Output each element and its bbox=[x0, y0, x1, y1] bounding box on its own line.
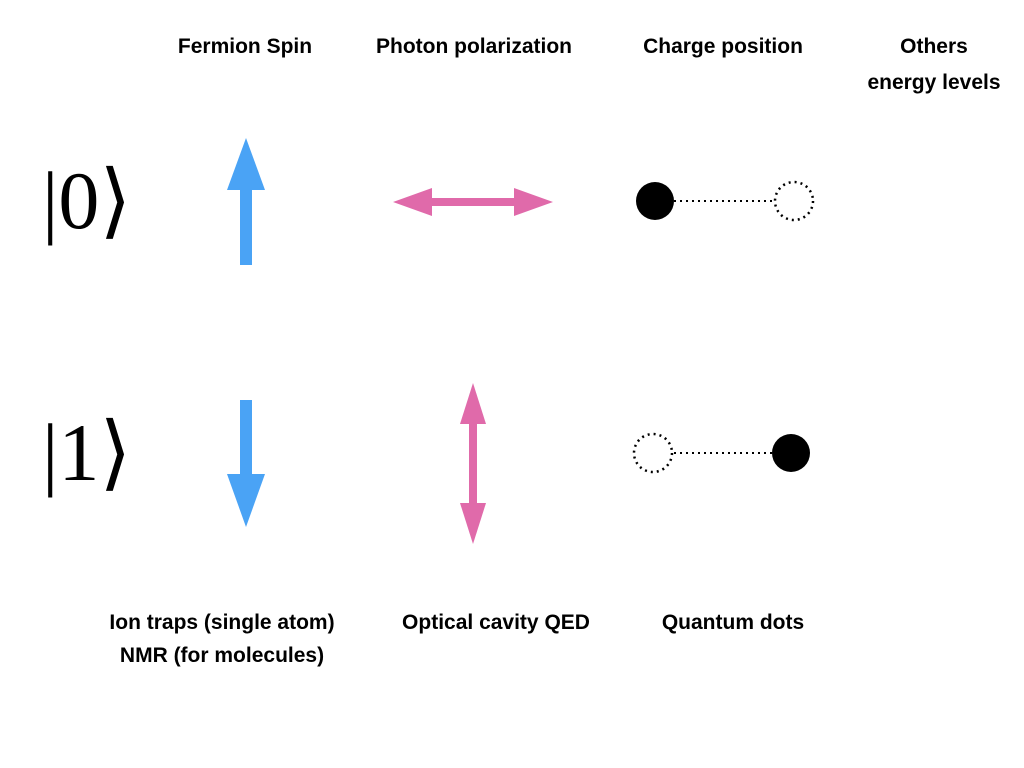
footer-optical-cavity: Optical cavity QED bbox=[402, 611, 590, 634]
ket-one-label: |1⟩ bbox=[42, 407, 132, 498]
charge-position-zero-icon bbox=[636, 180, 815, 222]
footer-quantum-dots: Quantum dots bbox=[661, 611, 805, 634]
vertical-polarization-arrow-icon bbox=[460, 383, 486, 544]
charge-position-one-icon bbox=[632, 432, 810, 474]
spin-up-arrow-icon bbox=[227, 138, 265, 265]
footer-nmr: NMR (for molecules) bbox=[119, 644, 325, 667]
header-fermion-spin: Fermion Spin bbox=[177, 35, 313, 58]
header-others: Others energy levels bbox=[867, 35, 1001, 94]
header-photon-polarization: Photon polarization bbox=[376, 35, 572, 58]
footer-ion-traps: Ion traps (single atom) bbox=[109, 611, 335, 634]
header-charge-position: Charge position bbox=[643, 35, 803, 58]
spin-down-arrow-icon bbox=[227, 400, 265, 527]
horizontal-polarization-arrow-icon bbox=[393, 188, 553, 216]
ket-zero-label: |0⟩ bbox=[42, 155, 132, 246]
